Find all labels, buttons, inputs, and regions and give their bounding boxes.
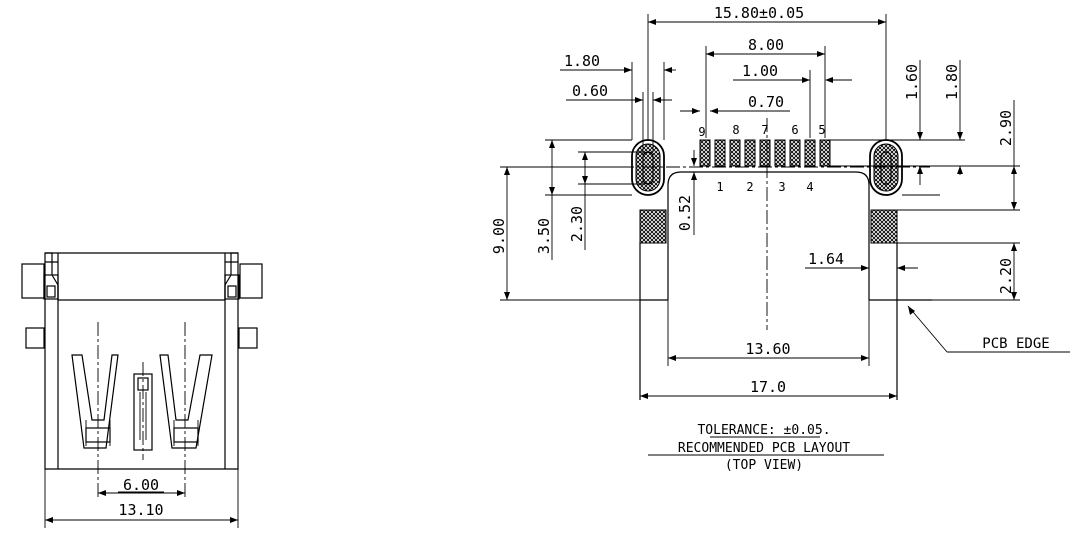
- dim-17-0: 17.0: [750, 378, 786, 396]
- dim-1-80-top: 1.80: [943, 64, 961, 100]
- ground-pad-right: [870, 209, 898, 244]
- ground-pad-left: [639, 209, 667, 244]
- front-view: 6.00 13.10: [21, 252, 263, 528]
- pin-3: 3: [778, 180, 785, 194]
- pin-7: 7: [761, 123, 768, 137]
- dim-8-00: 8.00: [748, 36, 784, 54]
- pin-9: 9: [698, 125, 705, 139]
- note-top-view: (TOP VIEW): [725, 458, 803, 473]
- dim-1-60: 1.60: [903, 64, 921, 100]
- dim-1-64: 1.64: [808, 250, 844, 268]
- pin-1: 1: [716, 180, 723, 194]
- dim-6-00: 6.00: [123, 476, 159, 494]
- dim-0-60: 0.60: [572, 82, 608, 100]
- dim-2-20: 2.20: [997, 258, 1015, 294]
- signal-pads: [699, 139, 831, 167]
- dim-1-80-left: 1.80: [564, 52, 600, 70]
- pcb-layout-view: 9 8 7 6 5 1 2 3 4 15.80±0.05 8.00 1.00 0…: [490, 4, 1070, 400]
- dim-0-70: 0.70: [748, 93, 784, 111]
- dim-13-60: 13.60: [745, 340, 790, 358]
- dim-15-80: 15.80±0.05: [714, 4, 804, 22]
- dim-9-00: 9.00: [490, 218, 508, 254]
- pin-6: 6: [791, 123, 798, 137]
- dim-0-52: 0.52: [676, 195, 694, 231]
- notes-block: TOLERANCE: ±0.05. RECOMMENDED PCB LAYOUT…: [648, 423, 884, 473]
- pin-4: 4: [806, 180, 813, 194]
- note-tolerance: TOLERANCE: ±0.05.: [697, 423, 830, 438]
- pcb-edge-label: PCB EDGE: [982, 336, 1049, 352]
- dim-13-10: 13.10: [118, 501, 163, 519]
- dim-1-00: 1.00: [742, 62, 778, 80]
- dim-3-50: 3.50: [535, 218, 553, 254]
- pin-5: 5: [818, 123, 825, 137]
- dim-2-90: 2.90: [997, 110, 1015, 146]
- pin-8: 8: [732, 123, 739, 137]
- dim-2-30: 2.30: [568, 206, 586, 242]
- pin-2: 2: [746, 180, 753, 194]
- note-recommended-layout: RECOMMENDED PCB LAYOUT: [678, 441, 850, 456]
